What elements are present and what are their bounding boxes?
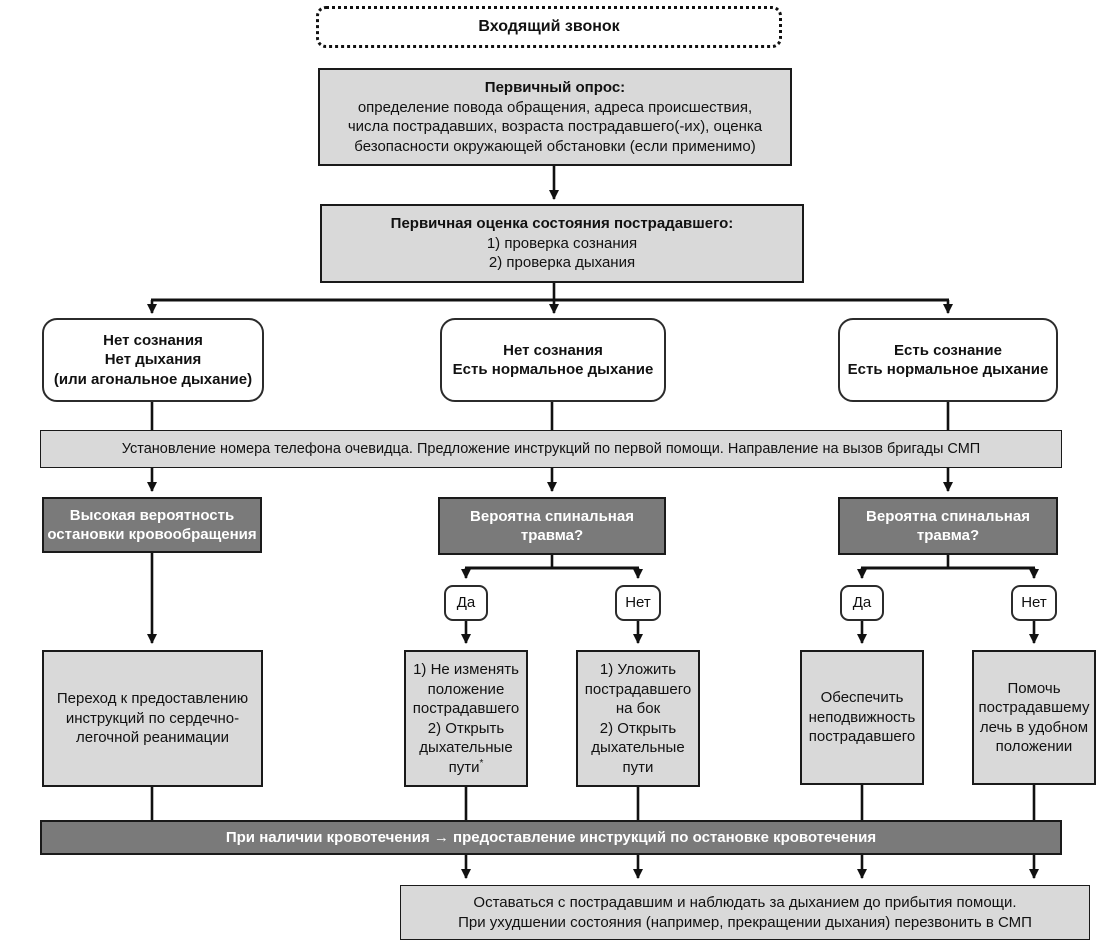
immobilize-label: Обеспечить неподвижность пострадавшего <box>808 689 916 746</box>
branch-middle-label: Нет сознания Есть нормальное дыхание <box>452 341 654 379</box>
spinal-question-right-label: Вероятна спинальная травма? <box>866 507 1030 545</box>
primary-survey-title: Первичный опрос: <box>484 79 626 96</box>
primary-survey-body: определение повода обращения, адреса про… <box>347 98 763 155</box>
bleeding-instructions-banner: При наличии кровотечения → предоставлени… <box>40 820 1062 855</box>
cpr-instructions-label: Переход к предоставлению инструкций по с… <box>56 690 249 747</box>
cardiac-arrest-likelihood-node: Высокая вероятность остановки кровообращ… <box>42 497 262 553</box>
branch-no-consciousness-no-breathing: Нет сознания Нет дыхания (или агональное… <box>42 318 264 402</box>
branch-left-label: Нет сознания Нет дыхания (или агональное… <box>53 331 253 388</box>
incoming-call-node: Входящий звонок <box>316 6 782 48</box>
primary-assessment-node: Первичная оценка состояния пострадавшего… <box>320 204 804 283</box>
branch-conscious-normal-breathing: Есть сознание Есть нормальное дыхание <box>838 318 1058 402</box>
no-node-right: Нет <box>1011 585 1057 621</box>
do-not-move-label: 1) Не изменять положение пострадавшего 2… <box>413 660 519 777</box>
yes-label: Да <box>456 594 476 612</box>
do-not-move-text: 1) Не изменять положение пострадавшего 2… <box>412 661 520 776</box>
primary-survey-node: Первичный опрос: определение повода обра… <box>318 68 792 166</box>
bleeding-instructions-text: При наличии кровотечения → предоставлени… <box>225 828 877 846</box>
branch-no-consciousness-normal-breathing: Нет сознания Есть нормальное дыхание <box>440 318 666 402</box>
yes-label: Да <box>852 594 872 612</box>
final-instructions-text: Оставаться с пострадавшим и наблюдать за… <box>458 894 1032 931</box>
phone-instructions-text: Установление номера телефона очевидца. П… <box>121 440 981 457</box>
recovery-position-node: 1) Уложить пострадавшего на бок 2) Откры… <box>576 650 700 787</box>
spinal-injury-question-middle: Вероятна спинальная травма? <box>438 497 666 555</box>
primary-assessment-body: 1) проверка сознания 2) проверка дыхания <box>486 234 638 272</box>
cpr-instructions-node: Переход к предоставлению инструкций по с… <box>42 650 263 787</box>
primary-assessment-title: Первичная оценка состояния пострадавшего… <box>390 215 734 233</box>
cardiac-arrest-label: Высокая вероятность остановки кровообращ… <box>47 506 257 544</box>
immobilize-node: Обеспечить неподвижность пострадавшего <box>800 650 924 785</box>
yes-node-middle: Да <box>444 585 488 621</box>
incoming-call-label: Входящий звонок <box>478 17 620 35</box>
recovery-position-label: 1) Уложить пострадавшего на бок 2) Откры… <box>584 661 692 776</box>
no-label: Нет <box>1021 594 1047 612</box>
no-label: Нет <box>625 594 651 612</box>
no-node-middle: Нет <box>615 585 661 621</box>
spinal-injury-question-right: Вероятна спинальная травма? <box>838 497 1058 555</box>
footnote-asterisk: * <box>479 757 484 769</box>
yes-node-right: Да <box>840 585 884 621</box>
final-instructions-node: Оставаться с пострадавшим и наблюдать за… <box>400 885 1090 940</box>
do-not-move-node: 1) Не изменять положение пострадавшего 2… <box>404 650 528 787</box>
comfortable-position-node: Помочь пострадавшему лечь в удобном поло… <box>972 650 1096 785</box>
comfortable-position-label: Помочь пострадавшему лечь в удобном поло… <box>978 679 1090 756</box>
phone-instructions-banner: Установление номера телефона очевидца. П… <box>40 430 1062 468</box>
branch-right-label: Есть сознание Есть нормальное дыхание <box>847 341 1049 379</box>
spinal-question-middle-label: Вероятна спинальная травма? <box>470 507 634 545</box>
